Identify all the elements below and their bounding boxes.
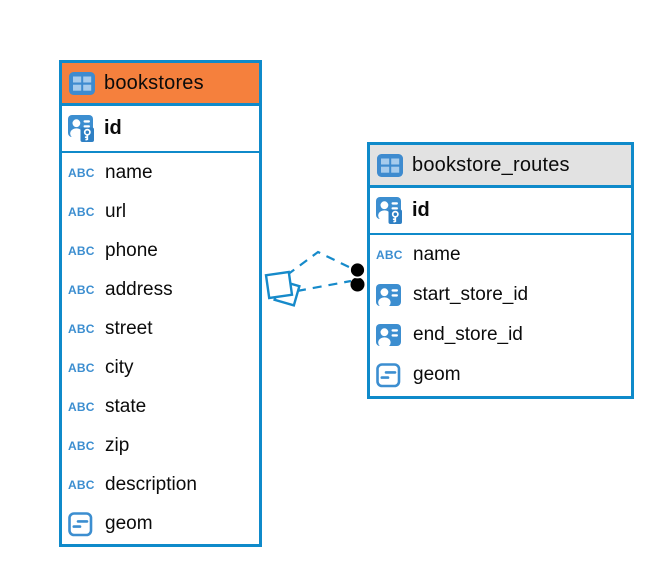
column-label: geom bbox=[105, 513, 153, 535]
table-icon bbox=[69, 71, 95, 95]
column-row[interactable]: ABC street bbox=[62, 309, 259, 348]
column-label: end_store_id bbox=[413, 324, 523, 345]
column-list: ABC name start_store_id end_store_id ge bbox=[370, 235, 631, 395]
primary-key-row[interactable]: id bbox=[370, 188, 631, 235]
text-type-icon: ABC bbox=[68, 321, 95, 336]
table-title: bookstores bbox=[104, 71, 204, 94]
column-label: address bbox=[105, 278, 173, 300]
column-row[interactable]: ABC zip bbox=[62, 427, 259, 466]
bookstore-routes-table-header[interactable]: bookstore_routes bbox=[370, 145, 631, 188]
column-row[interactable]: ABC state bbox=[62, 388, 259, 427]
geometry-type-icon bbox=[376, 362, 404, 388]
primary-key-row[interactable]: id bbox=[62, 106, 259, 153]
primary-key-icon bbox=[376, 197, 403, 225]
column-row[interactable]: ABC name bbox=[370, 235, 631, 275]
bookstore-routes-table[interactable]: bookstore_routes id ABC name start_store… bbox=[367, 142, 634, 399]
column-row[interactable]: ABC description bbox=[62, 466, 259, 505]
column-row[interactable]: ABC url bbox=[62, 192, 259, 231]
text-type-icon: ABC bbox=[68, 478, 95, 493]
text-type-icon: ABC bbox=[68, 165, 95, 180]
column-label: geom bbox=[413, 364, 461, 385]
text-type-icon: ABC bbox=[68, 204, 95, 219]
text-type-icon: ABC bbox=[376, 248, 403, 262]
text-type-icon: ABC bbox=[68, 361, 95, 376]
column-label: street bbox=[105, 317, 153, 339]
column-row[interactable]: ABC address bbox=[62, 270, 259, 309]
text-type-icon: ABC bbox=[68, 282, 95, 297]
column-label: id bbox=[104, 117, 122, 139]
many-end-marker bbox=[264, 270, 301, 307]
column-label: start_store_id bbox=[413, 284, 529, 305]
column-label: city bbox=[105, 357, 134, 379]
table-title: bookstore_routes bbox=[412, 153, 570, 176]
geometry-type-icon bbox=[68, 512, 96, 537]
column-label: url bbox=[105, 200, 127, 222]
primary-key-icon bbox=[68, 115, 95, 143]
reference-type-icon bbox=[376, 284, 404, 306]
column-row[interactable]: start_store_id bbox=[370, 275, 631, 315]
relationship-line[interactable] bbox=[296, 279, 352, 293]
column-row[interactable]: ABC city bbox=[62, 348, 259, 387]
column-row[interactable]: geom bbox=[370, 355, 631, 395]
column-row[interactable]: ABC name bbox=[62, 153, 259, 192]
column-label: zip bbox=[105, 435, 130, 457]
one-end-marker bbox=[349, 261, 366, 292]
text-type-icon: ABC bbox=[68, 243, 95, 258]
column-label: name bbox=[413, 244, 461, 265]
reference-type-icon bbox=[376, 324, 404, 346]
bookstores-table-header[interactable]: bookstores bbox=[62, 63, 259, 106]
column-label: id bbox=[412, 199, 430, 221]
column-label: phone bbox=[105, 239, 158, 261]
column-row[interactable]: ABC phone bbox=[62, 231, 259, 270]
column-label: name bbox=[105, 161, 153, 183]
column-row[interactable]: geom bbox=[62, 505, 259, 544]
bookstores-table[interactable]: bookstores id ABC name ABC url ABC phone… bbox=[59, 60, 262, 547]
text-type-icon: ABC bbox=[68, 439, 95, 454]
column-row[interactable]: end_store_id bbox=[370, 315, 631, 355]
column-label: state bbox=[105, 396, 147, 418]
table-icon bbox=[377, 153, 403, 177]
text-type-icon: ABC bbox=[68, 400, 95, 415]
relationship-line[interactable] bbox=[286, 250, 354, 276]
column-list: ABC name ABC url ABC phone ABC address A… bbox=[62, 153, 259, 544]
column-label: description bbox=[105, 474, 197, 496]
